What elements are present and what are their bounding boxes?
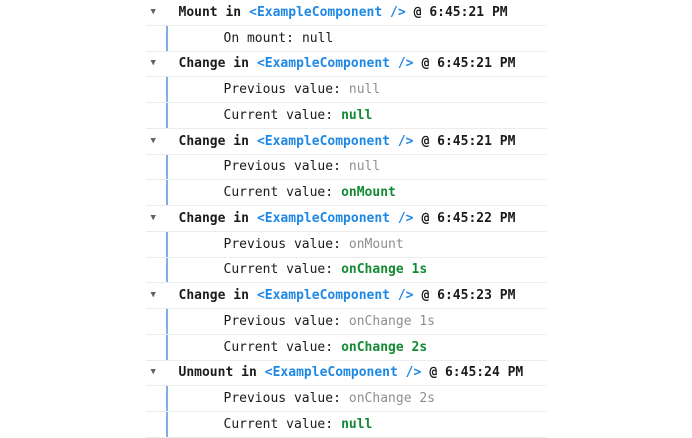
group-indent-guide	[165, 386, 168, 411]
disclosure-triangle-icon[interactable]: ▼	[150, 6, 156, 17]
log-group-label: Change in	[178, 210, 249, 226]
log-timestamp: @ 6:45:21 PM	[421, 133, 516, 149]
log-group-header[interactable]: ▼ Change in <ExampleComponent /> @ 6:45:23 …	[145, 283, 547, 309]
group-indent-guide	[165, 154, 168, 180]
log-entry-value: onMount	[348, 236, 404, 252]
log-entry: Previous value: onChange 2s	[145, 386, 547, 412]
log-entry-label: Current value:	[223, 185, 334, 201]
log-entry: Current value: null	[145, 412, 547, 438]
log-group-header[interactable]: ▼ Change in <ExampleComponent /> @ 6:45:21 …	[145, 129, 547, 155]
log-entry: Previous value: null	[145, 77, 547, 103]
group-indent-guide	[165, 180, 168, 205]
component-tag: <ExampleComponent />	[249, 4, 406, 20]
log-entry-value: null	[301, 30, 334, 46]
log-entry-label: Current value:	[223, 107, 334, 123]
log-entry-label: Previous value:	[223, 313, 341, 329]
disclosure-triangle-icon[interactable]: ▼	[150, 58, 156, 69]
log-entry-value: null	[341, 107, 373, 123]
log-entry: Previous value: onMount	[145, 231, 547, 258]
group-indent-guide	[165, 334, 168, 360]
log-entry-label: Previous value:	[223, 82, 341, 98]
log-group-header[interactable]: ▼ Unmount in <ExampleComponent /> @ 6:45:24…	[145, 361, 547, 387]
log-timestamp: @ 6:45:23 PM	[421, 288, 516, 304]
log-entry-label: Previous value:	[223, 159, 341, 175]
log-group-header[interactable]: ▼ Mount in <ExampleComponent /> @ 6:45:21 P…	[145, 0, 547, 26]
log-entry: On mount: null	[145, 25, 547, 52]
log-entry-label: Current value:	[223, 416, 334, 432]
group-indent-guide	[165, 412, 168, 437]
log-timestamp: @ 6:45:21 PM	[413, 4, 508, 20]
log-group-header[interactable]: ▼ Change in <ExampleComponent /> @ 6:45:22 …	[145, 206, 547, 232]
log-entry: Previous value: onChange 1s	[145, 309, 547, 335]
component-tag: <ExampleComponent />	[264, 365, 422, 381]
log-entry-value: onMount	[341, 185, 396, 201]
log-entry-value: onChange 1s	[341, 262, 428, 278]
disclosure-triangle-icon[interactable]: ▼	[150, 290, 156, 301]
component-tag: <ExampleComponent />	[256, 56, 414, 72]
log-entry-value: onChange 2s	[348, 391, 435, 407]
log-entry: Current value: null	[145, 103, 547, 129]
component-tag: <ExampleComponent />	[256, 133, 414, 149]
log-group-label: Unmount in	[178, 365, 257, 381]
log-entry-value: null	[348, 159, 381, 175]
log-entry-value: null	[348, 82, 381, 98]
group-indent-guide	[165, 103, 168, 128]
log-entry: Previous value: null	[145, 154, 547, 181]
log-entry-label: Previous value:	[223, 236, 341, 252]
log-entry-value: onChange 2s	[341, 339, 428, 355]
log-group-header[interactable]: ▼ Change in <ExampleComponent /> @ 6:45:21 …	[145, 52, 547, 78]
log-group-label: Change in	[178, 56, 249, 72]
log-entry-value: null	[341, 416, 373, 432]
log-timestamp: @ 6:45:21 PM	[421, 56, 516, 72]
log-group-label: Change in	[178, 133, 249, 149]
log-entry: Current value: onChange 2s	[145, 334, 547, 361]
log-entry-label: Previous value:	[223, 391, 341, 407]
log-timestamp: @ 6:45:24 PM	[429, 365, 524, 381]
log-entry-label: Current value:	[223, 262, 334, 278]
log-entry-label: On mount:	[223, 30, 294, 46]
group-indent-guide	[165, 77, 168, 102]
component-tag: <ExampleComponent />	[256, 210, 414, 226]
log-group-label: Mount in	[178, 4, 242, 20]
disclosure-triangle-icon[interactable]: ▼	[150, 212, 156, 223]
group-indent-guide	[165, 309, 168, 334]
log-entry: Current value: onChange 1s	[145, 257, 547, 284]
log-entry-value: onChange 1s	[348, 313, 435, 329]
log-entry: Current value: onMount	[145, 180, 547, 206]
log-group-label: Change in	[178, 288, 249, 304]
group-indent-guide	[165, 25, 168, 51]
console-log: ▼ Mount in <ExampleComponent /> @ 6:45:21 P…	[145, 0, 547, 438]
log-entry-label: Current value:	[223, 339, 334, 355]
log-timestamp: @ 6:45:22 PM	[421, 210, 516, 226]
disclosure-triangle-icon[interactable]: ▼	[150, 135, 156, 146]
component-tag: <ExampleComponent />	[256, 288, 414, 304]
group-indent-guide	[165, 257, 168, 283]
disclosure-triangle-icon[interactable]: ▼	[150, 367, 156, 378]
group-indent-guide	[165, 231, 168, 257]
